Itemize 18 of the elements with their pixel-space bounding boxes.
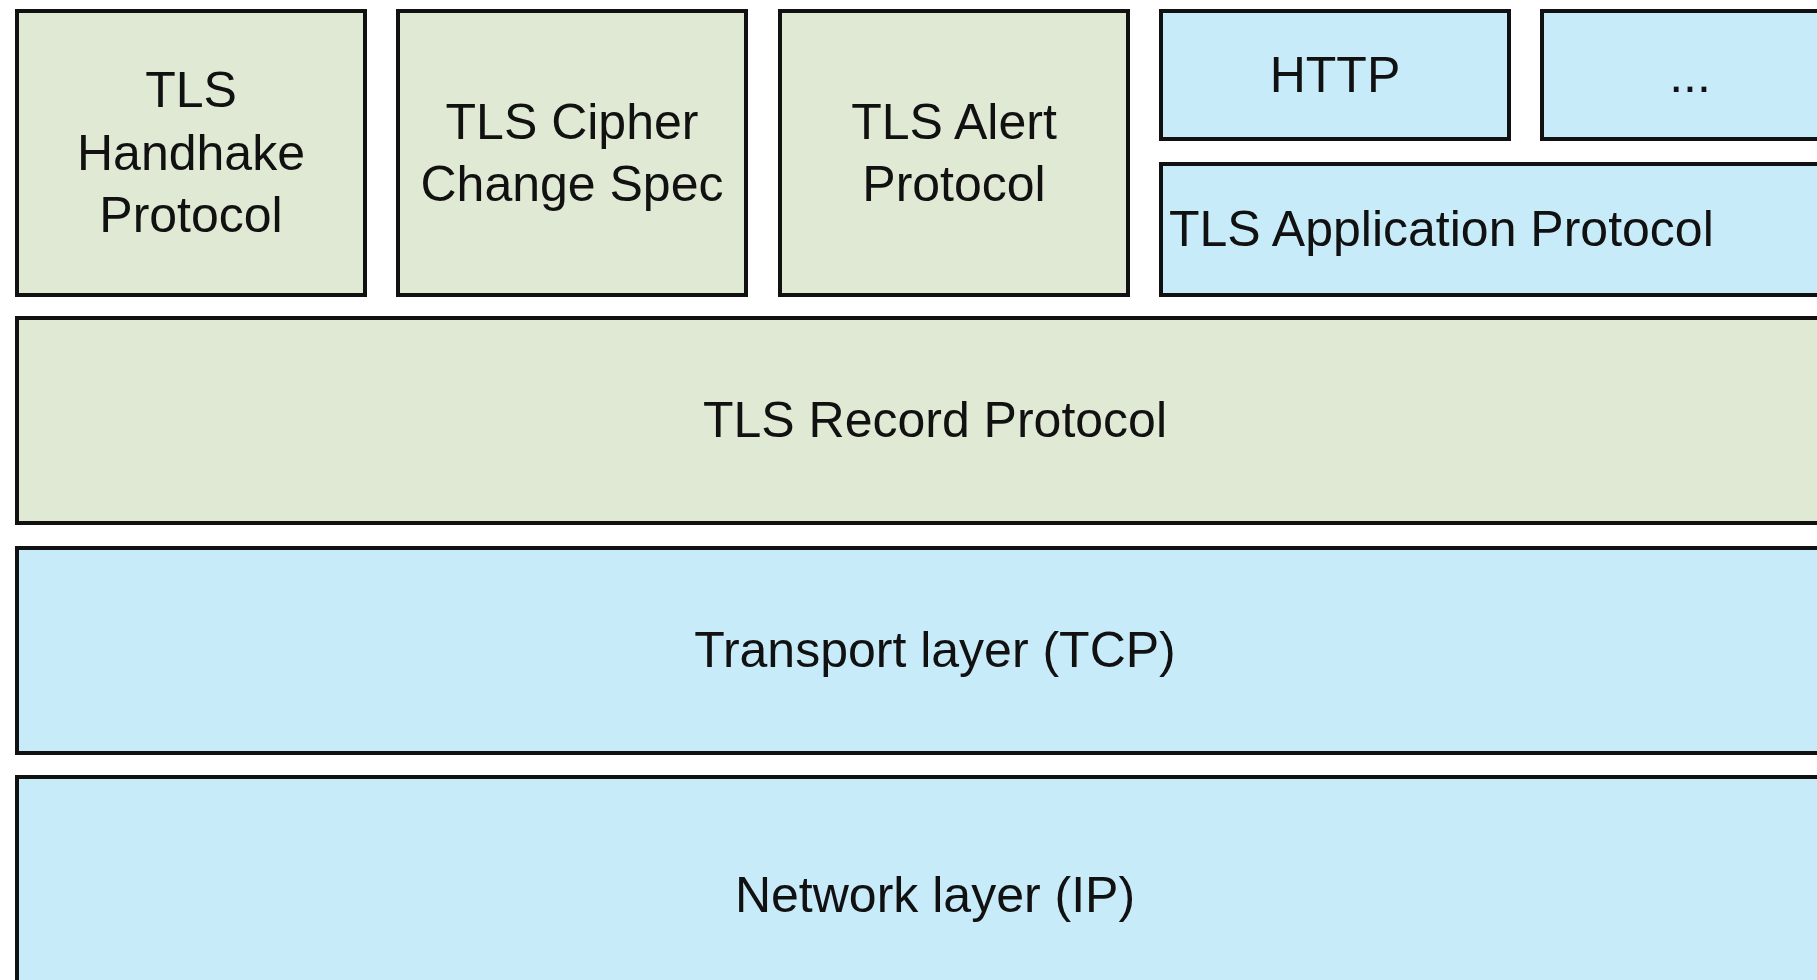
protocol-layer-box xyxy=(15,546,1817,755)
protocol-layer-box xyxy=(15,775,1817,980)
layer-label: TLS Alert Protocol xyxy=(850,92,1058,214)
protocol-layer-box xyxy=(1159,9,1511,141)
layer-label: Transport layer (TCP) xyxy=(693,621,1177,681)
protocol-layer-box xyxy=(778,9,1130,297)
layer-label: TLS Handhake Protocol xyxy=(76,61,306,246)
protocol-layer-box xyxy=(15,9,367,297)
protocol-layer-box xyxy=(396,9,748,297)
protocol-layer-box xyxy=(15,316,1817,525)
layer-label: TLS Record Protocol xyxy=(701,391,1169,451)
layer-label: TLS Application Protocol xyxy=(1168,200,1715,260)
layer-label: TLS Cipher Change Spec xyxy=(419,92,725,214)
protocol-layer-box xyxy=(1159,162,1817,297)
protocol-layer-box xyxy=(1540,9,1817,141)
layer-label: HTTP xyxy=(1268,45,1402,105)
layer-label: ... xyxy=(1668,45,1712,105)
layer-label: Network layer (IP) xyxy=(733,865,1137,925)
